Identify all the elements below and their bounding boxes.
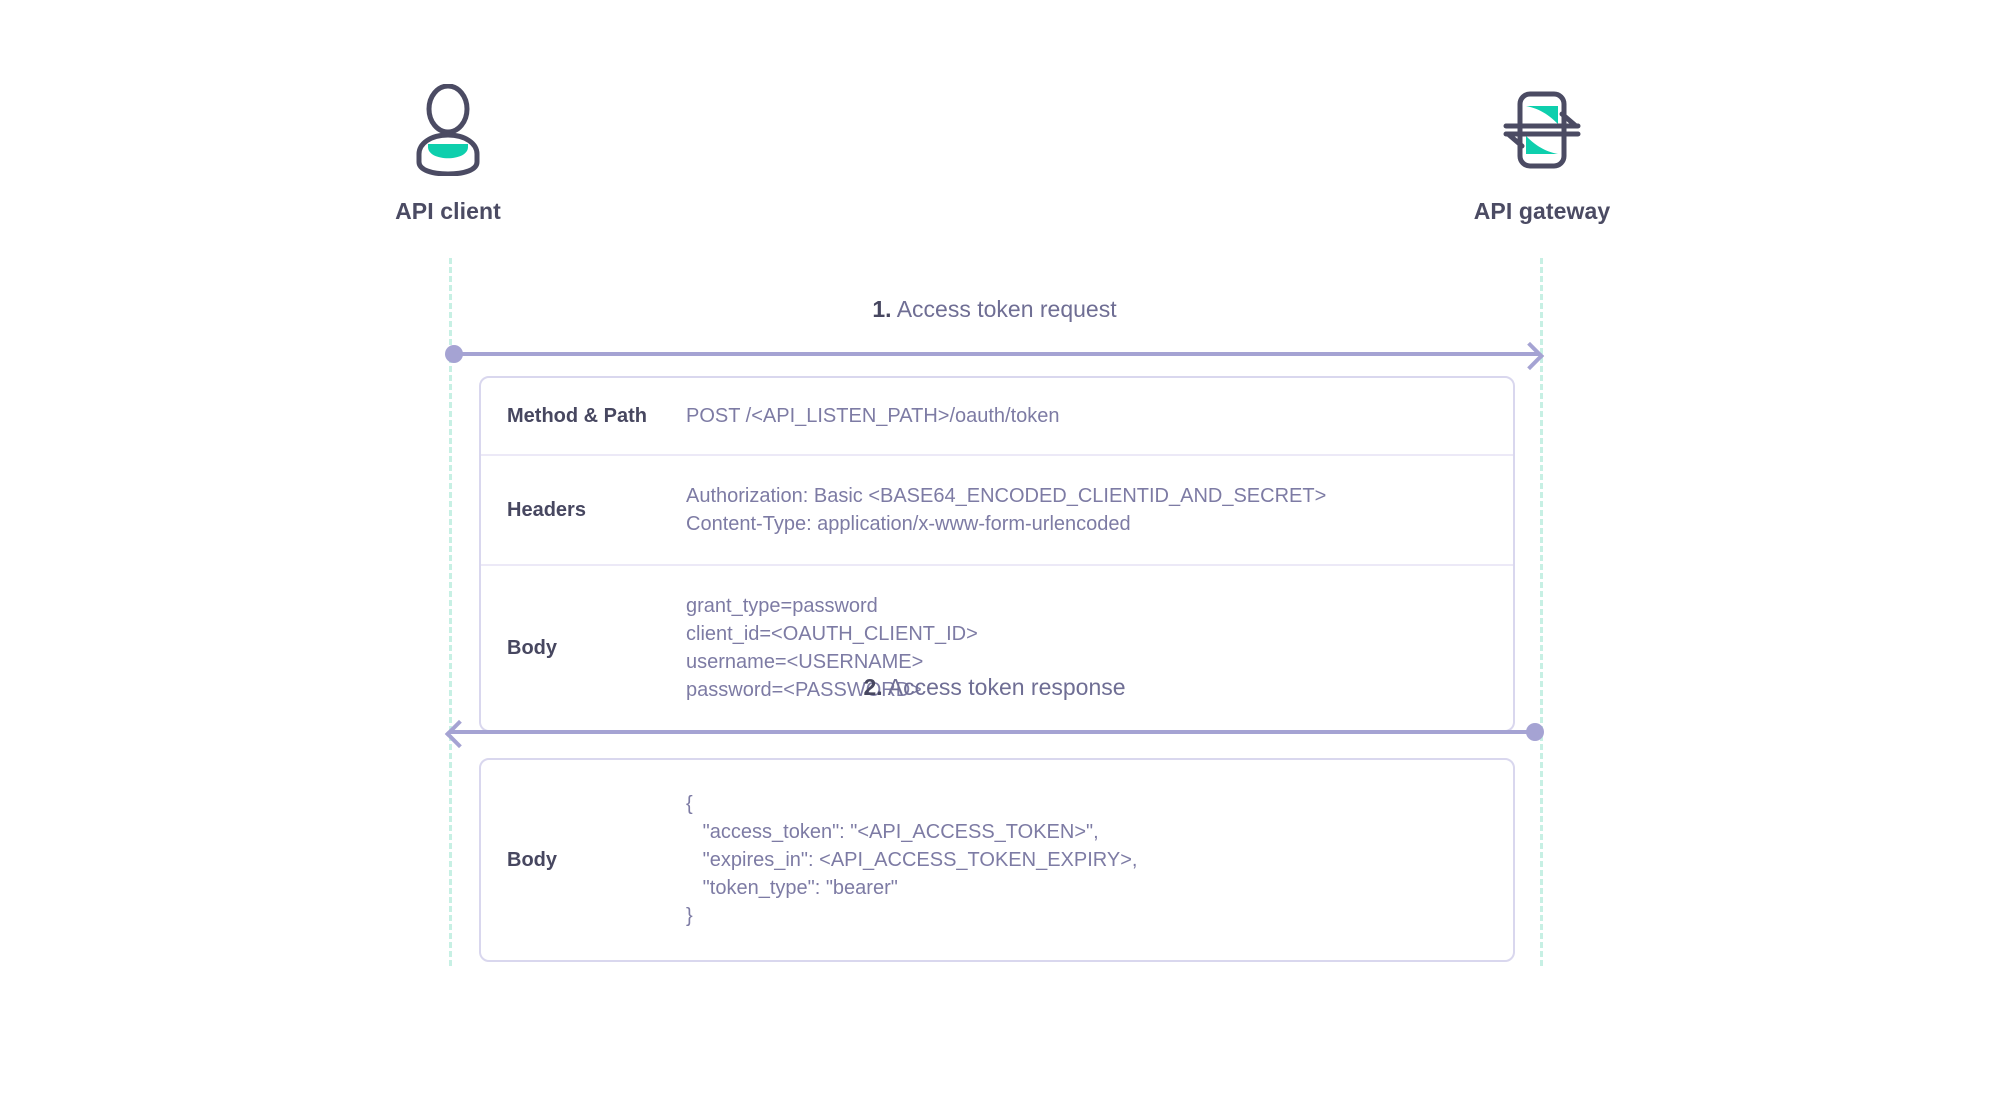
- step-number: 2.: [863, 674, 883, 700]
- value-line: }: [686, 905, 693, 927]
- value-line: password=<PASSWORD>: [686, 679, 922, 701]
- message-text: Access token response: [887, 674, 1126, 700]
- user-icon: [318, 82, 578, 178]
- arrow-left-to-right: [445, 341, 1545, 371]
- actor-api-gateway: API gateway: [1412, 82, 1672, 225]
- value-line: "expires_in": <API_ACCESS_TOKEN_EXPIRY>,: [686, 849, 1138, 871]
- arrow-line: [449, 730, 1540, 734]
- row-value: Authorization: Basic <BASE64_ENCODED_CLI…: [686, 482, 1513, 538]
- table-row: Body { "access_token": "<API_ACCESS_TOKE…: [481, 760, 1513, 960]
- value-line: grant_type=password: [686, 595, 878, 617]
- row-value: { "access_token": "<API_ACCESS_TOKEN>", …: [686, 790, 1513, 930]
- table-row: Body grant_type=password client_id=<OAUT…: [481, 566, 1513, 730]
- value-line: "access_token": "<API_ACCESS_TOKEN>",: [686, 821, 1099, 843]
- lifeline-api-gateway: [1540, 258, 1543, 966]
- message-access-token-response: 2. Access token response: [444, 674, 1544, 749]
- arrow-line: [449, 352, 1540, 356]
- message-label: 2. Access token response: [449, 674, 1540, 701]
- arrow-origin-dot: [445, 345, 463, 363]
- value-line: Authorization: Basic <BASE64_ENCODED_CLI…: [686, 485, 1327, 507]
- value-line: POST /<API_LISTEN_PATH>/oauth/token: [686, 405, 1060, 427]
- row-value: grant_type=password client_id=<OAUTH_CLI…: [686, 592, 1513, 704]
- response-detail-table: Body { "access_token": "<API_ACCESS_TOKE…: [479, 758, 1515, 962]
- gateway-icon: [1412, 82, 1672, 178]
- row-key: Method & Path: [507, 404, 647, 427]
- actor-label: API gateway: [1473, 198, 1611, 224]
- step-number: 1.: [872, 296, 892, 322]
- lifeline-api-client: [449, 258, 452, 966]
- arrow-right-to-left: [444, 719, 1544, 749]
- table-row: Method & Path POST /<API_LISTEN_PATH>/oa…: [481, 378, 1513, 456]
- value-line: {: [686, 793, 693, 815]
- table-row: Headers Authorization: Basic <BASE64_ENC…: [481, 456, 1513, 566]
- request-detail-table: Method & Path POST /<API_LISTEN_PATH>/oa…: [479, 376, 1515, 732]
- row-key: Body: [507, 848, 557, 871]
- row-value: POST /<API_LISTEN_PATH>/oauth/token: [686, 402, 1513, 430]
- actor-api-client: API client: [318, 82, 578, 225]
- value-line: Content-Type: application/x-www-form-url…: [686, 513, 1131, 535]
- value-line: username=<USERNAME>: [686, 651, 924, 673]
- row-key: Body: [507, 636, 557, 659]
- row-key: Headers: [507, 498, 586, 521]
- value-line: "token_type": "bearer": [686, 877, 898, 899]
- message-text: Access token request: [896, 296, 1117, 322]
- actor-label: API client: [395, 198, 501, 224]
- message-access-token-request: 1. Access token request: [445, 296, 1545, 371]
- value-line: client_id=<OAUTH_CLIENT_ID>: [686, 623, 978, 645]
- arrow-origin-dot: [1526, 723, 1544, 741]
- message-label: 1. Access token request: [449, 296, 1540, 323]
